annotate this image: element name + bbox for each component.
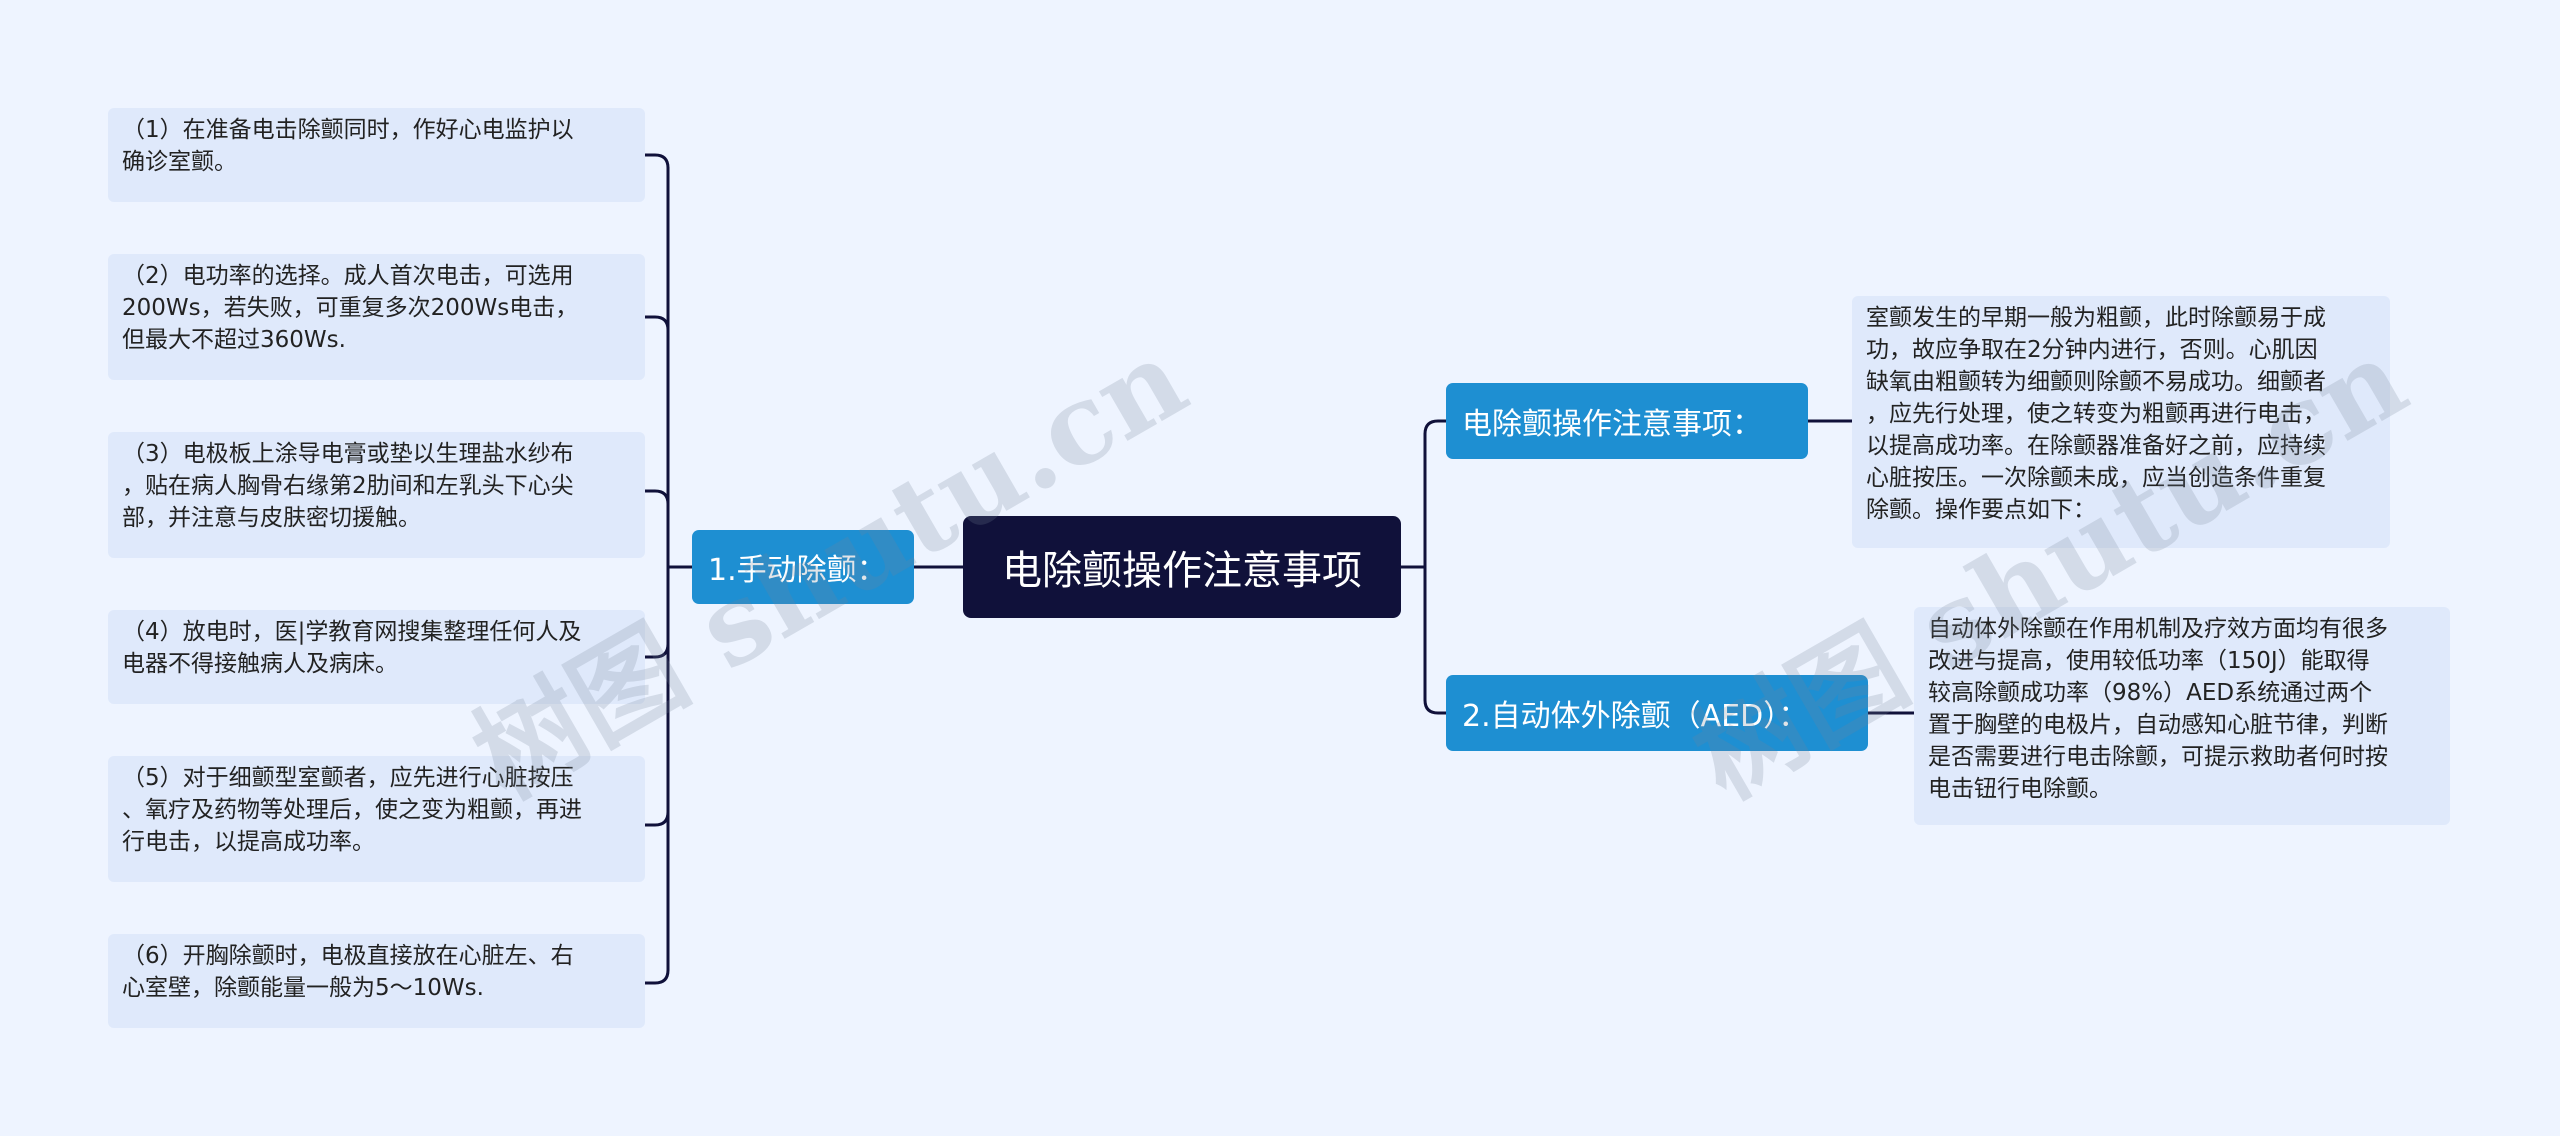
root-node[interactable]: 电除颤操作注意事项 — [963, 516, 1401, 618]
connector-leaf-5 — [643, 810, 670, 827]
connector-leaf-2 — [643, 315, 670, 332]
branch-aed[interactable]: 2.自动体外除颤（AED）： — [1446, 675, 1868, 751]
connector-leaf-6 — [643, 968, 670, 985]
connector-right-1 — [1423, 419, 1448, 436]
leaf-manual-5[interactable]: （5）对于细颤型室颤者，应先进行心脏按压 、氧疗及药物等处理后，使之变为粗颤，再… — [108, 756, 645, 882]
leaf-manual-6[interactable]: （6）开胸除颤时，电极直接放在心脏左、右 心室壁，除颤能量一般为5～10Ws. — [108, 934, 645, 1028]
connector-leaf-4 — [643, 642, 670, 659]
leaf-manual-4[interactable]: （4）放电时，医|学教育网搜集整理任何人及 电器不得接触病人及病床。 — [108, 610, 645, 704]
leaf-manual-2[interactable]: （2）电功率的选择。成人首次电击，可选用 200Ws，若失败，可重复多次200W… — [108, 254, 645, 380]
branch-manual-defibrillation[interactable]: 1.手动除颤： — [692, 530, 914, 604]
leaf-manual-1[interactable]: （1）在准备电击除颤同时，作好心电监护以 确诊室颤。 — [108, 108, 645, 202]
root-title: 电除颤操作注意事项 — [1002, 548, 1362, 594]
leaf-manual-3[interactable]: （3）电极板上涂导电膏或垫以生理盐水纱布 ，贴在病人胸骨右缘第2肋间和左乳头下心… — [108, 432, 645, 558]
branch-precautions-label: 电除颤操作注意事项： — [1462, 407, 1762, 442]
branch-precautions[interactable]: 电除颤操作注意事项： — [1446, 383, 1808, 459]
leaf-precautions-text[interactable]: 室颤发生的早期一般为粗颤，此时除颤易于成 功，故应争取在2分钟内进行，否则。心肌… — [1852, 296, 2390, 548]
leaf-aed-text[interactable]: 自动体外除颤在作用机制及疗效方面均有很多 改进与提高，使用较低功率（150J）能… — [1914, 607, 2450, 825]
connector-leaf-3 — [643, 489, 670, 506]
connector-right-2 — [1423, 698, 1448, 715]
connector-leaf-1 — [643, 153, 670, 170]
branch-manual-label: 1.手动除颤： — [708, 553, 887, 588]
branch-aed-label: 2.自动体外除颤（AED）： — [1462, 699, 1809, 734]
